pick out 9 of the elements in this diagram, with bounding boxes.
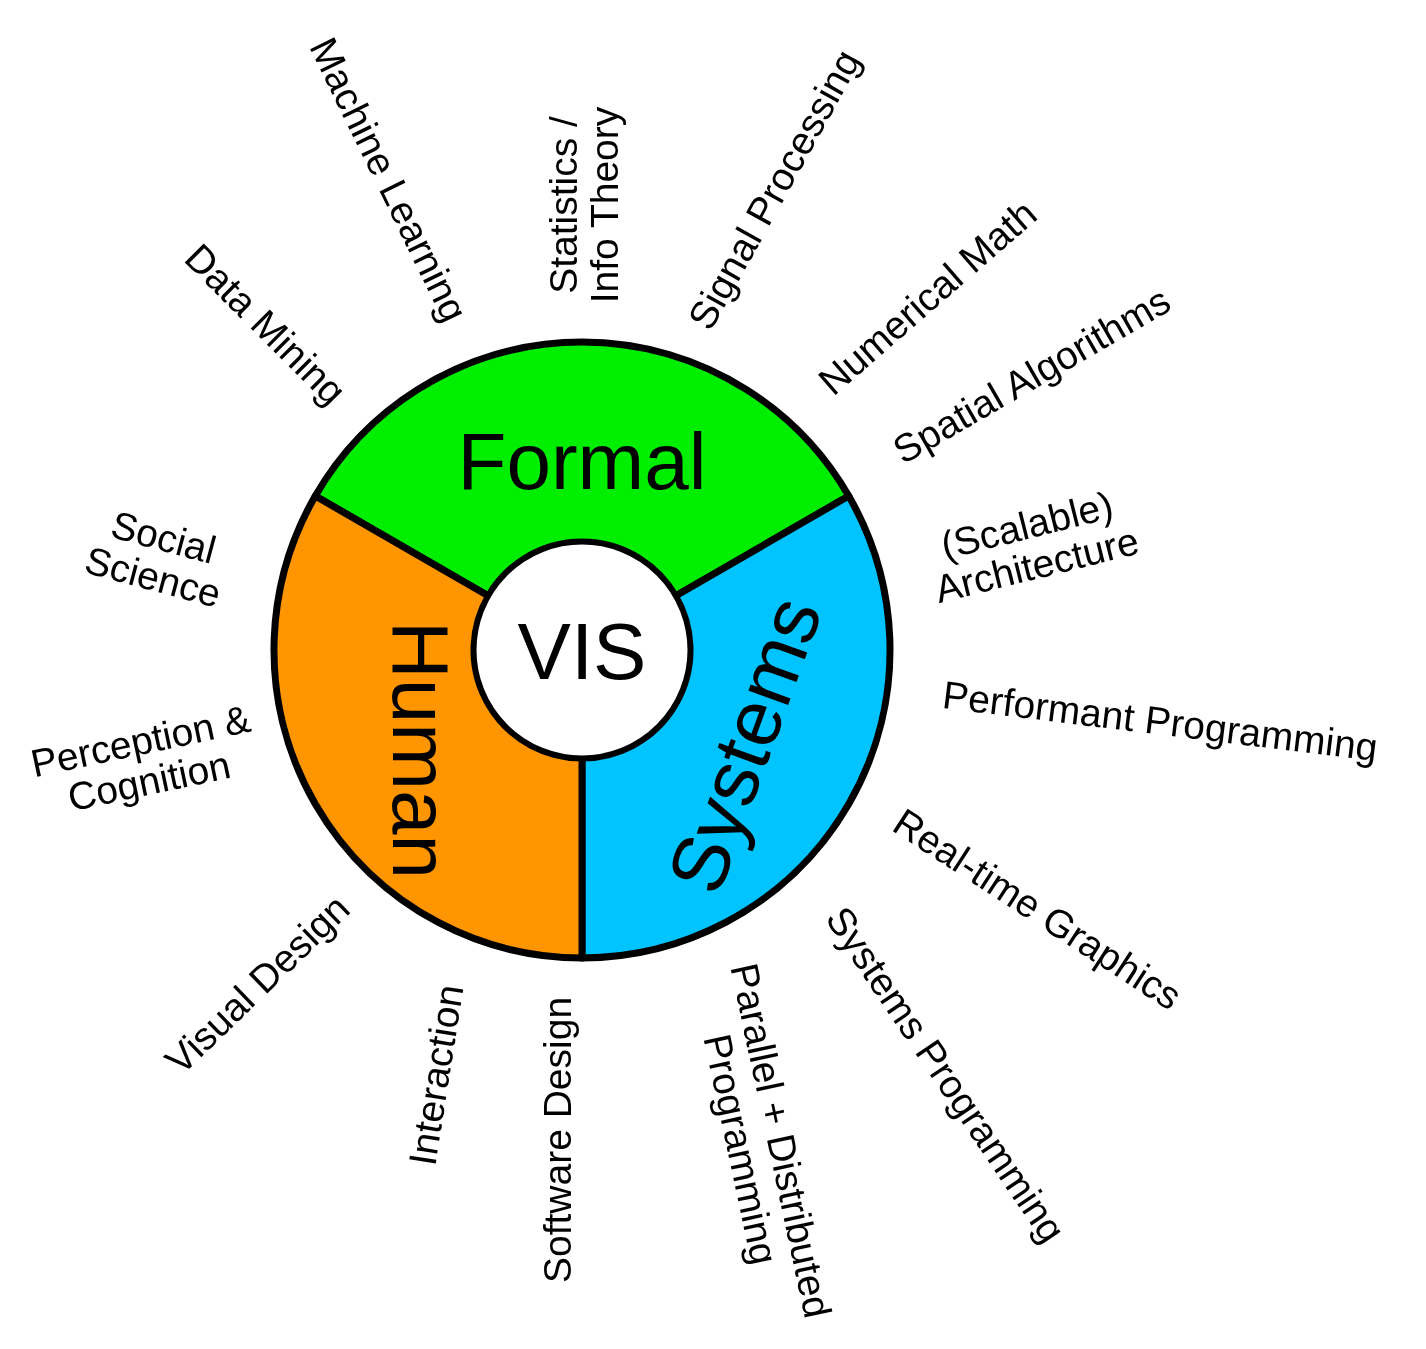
field-label: Interaction	[402, 981, 472, 1169]
sector-label: Formal	[457, 422, 707, 502]
sector-label: Human	[380, 621, 460, 879]
field-label: Social Science	[79, 501, 227, 618]
field-label: Performant Programming	[940, 675, 1380, 769]
field-label: Perception & Cognition	[25, 695, 256, 822]
field-label: Statistics / Info Theory	[544, 105, 626, 306]
field-label: Software Design	[537, 996, 579, 1284]
center-label: VIS	[517, 612, 647, 692]
